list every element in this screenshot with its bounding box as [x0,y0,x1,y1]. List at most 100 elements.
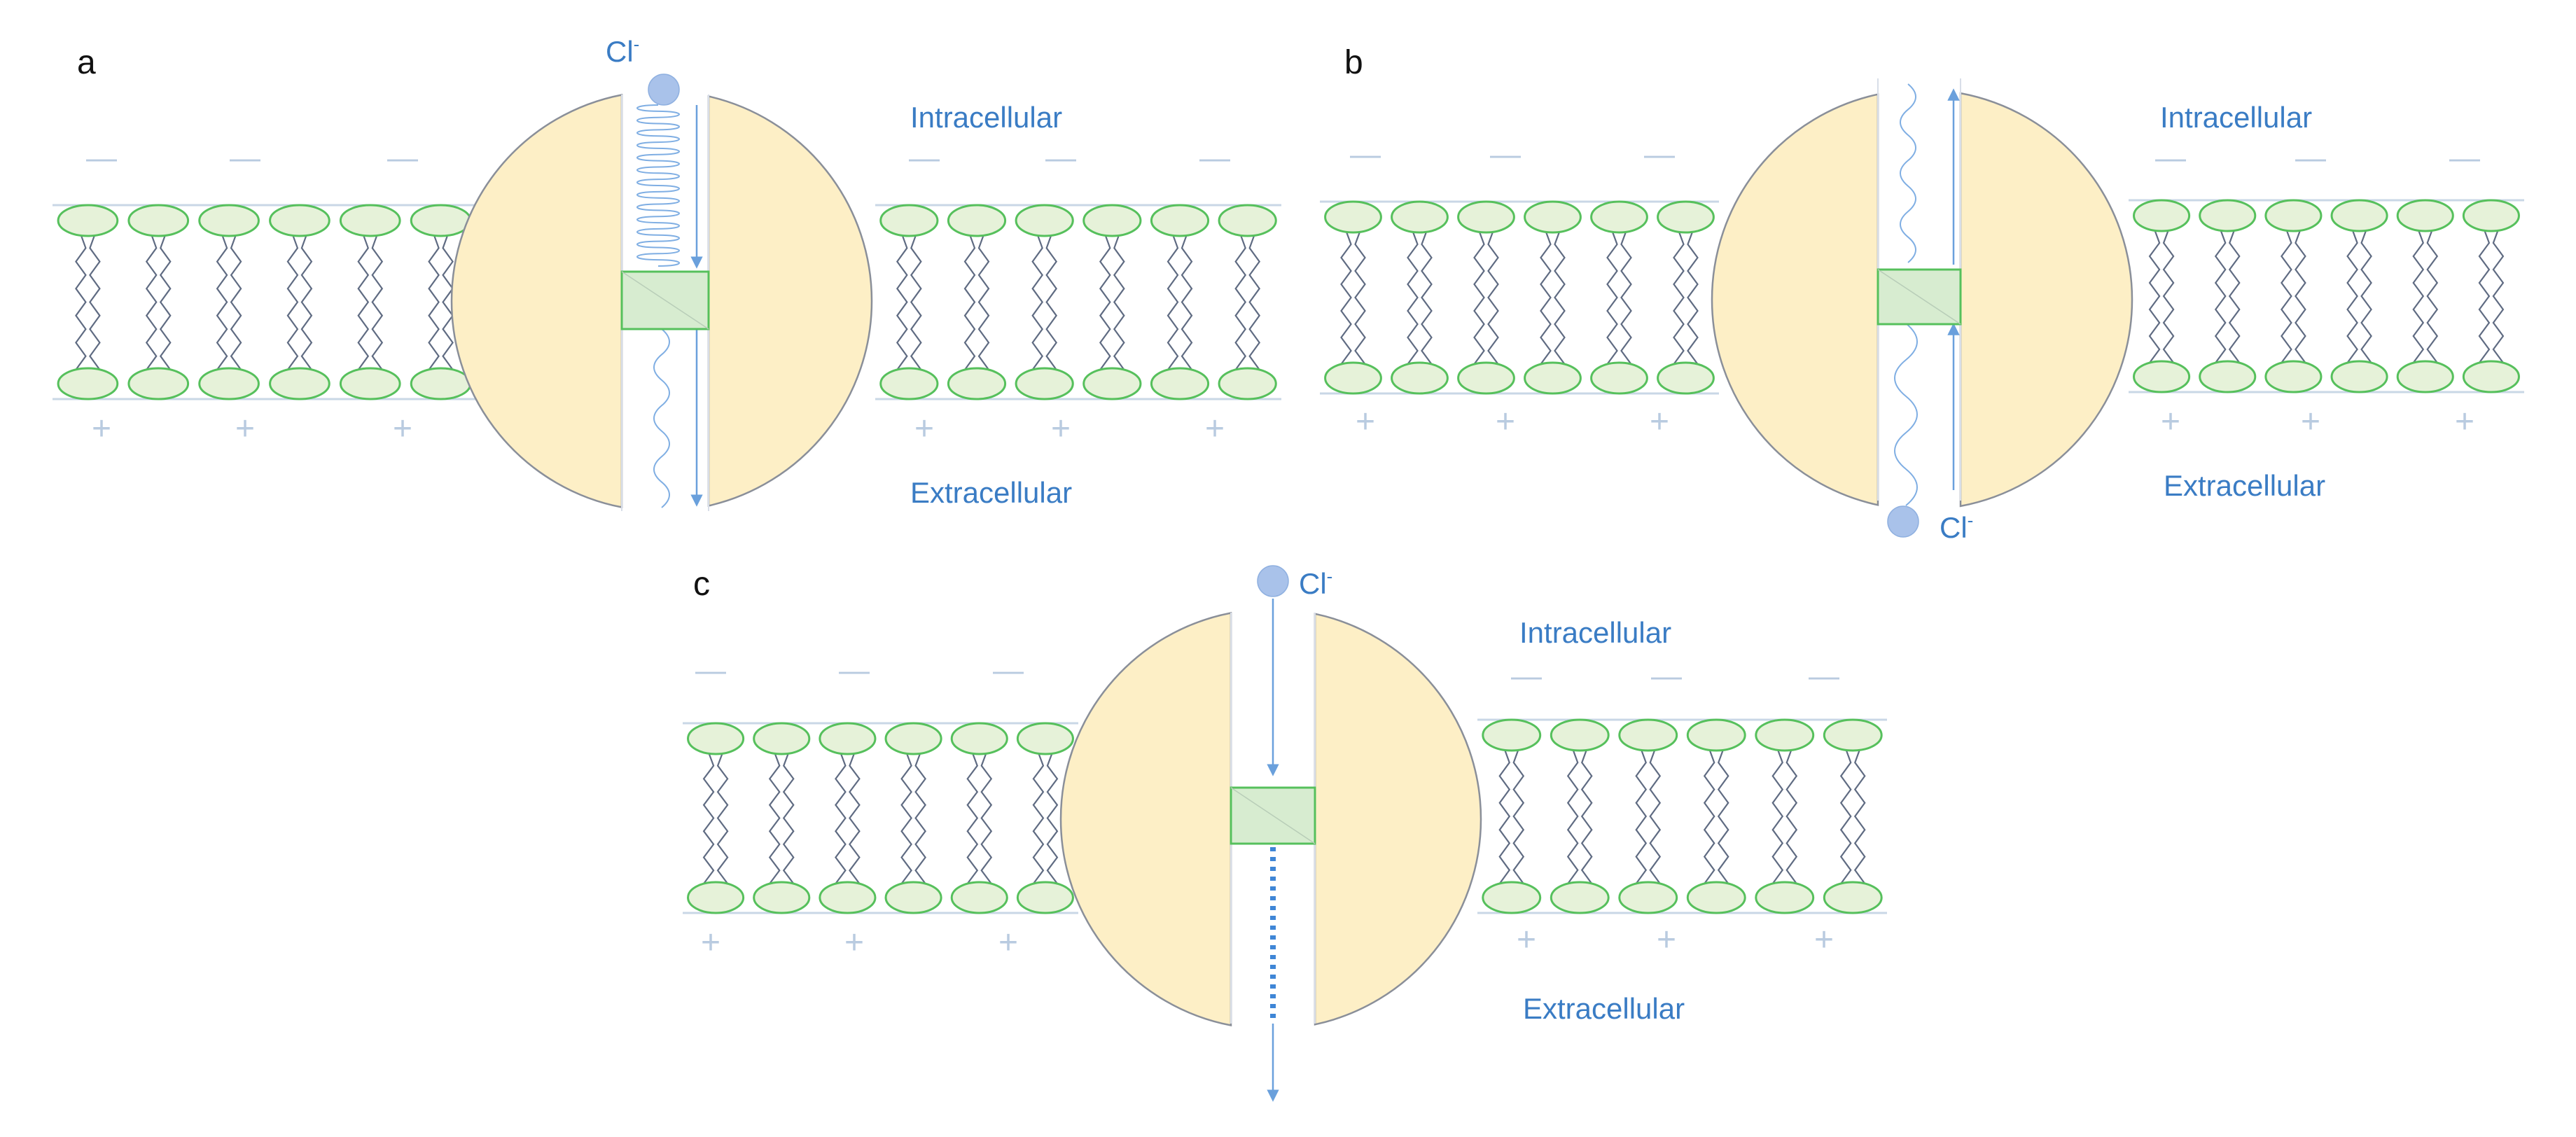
channel-protein-left-half [1711,93,1879,506]
lipid-head [2396,360,2454,393]
lipid-head [1823,718,1883,752]
wavy-ion-path [653,328,670,508]
lipid-head [57,367,119,400]
lipid-head [1686,881,1746,914]
lipid-tail [371,234,384,370]
coiled-ion-path [636,104,680,267]
positive-charge-sign: + [92,410,111,447]
lipid-head [2264,199,2323,232]
lipid-head [1823,881,1883,914]
lipid-head [2330,360,2388,393]
negative-charge-sign: — [1199,141,1230,175]
lipid-tail [1606,230,1618,365]
lipid-head [947,367,1007,400]
lipid-tail [1620,230,1632,365]
lipid-tail [900,752,912,884]
panel-b-channel-protein [1711,78,2133,508]
lipid-tail [966,752,979,884]
negative-charge-sign: — [1644,137,1675,172]
lipid-tail [1853,748,1866,884]
negative-charge-sign: — [839,653,870,688]
panel-b: b Intracellular Extracellular Cl- —+—+—+… [1320,44,2524,544]
lipid-head [884,722,942,755]
lipid-head [57,204,119,237]
negative-charge-sign: — [1045,141,1076,175]
positive-charge-sign: + [393,410,412,447]
negative-charge-sign: — [230,141,260,175]
lipid-head [1150,204,1210,237]
lipid-head [947,204,1007,237]
lipid-head [1016,722,1074,755]
panel-a-chloride-label: Cl- [606,34,639,68]
negative-charge-sign: — [1350,137,1381,172]
panel-a-extracellular-label: Extracellular [910,476,1072,509]
lipid-tail [1181,234,1193,370]
lipid-tail [1167,234,1179,370]
lipid-tail [1421,230,1433,365]
chloride-ion [648,74,680,106]
channel-protein-left-half [1059,611,1232,1027]
panel-b-intracellular-label: Intracellular [2160,101,2312,134]
lipid-head [950,722,1008,755]
lipid-tail [159,234,172,370]
lipid-head [1550,718,1610,752]
lipid-tail [1785,748,1798,884]
lipid-tail [1649,748,1662,884]
positive-charge-sign: + [998,924,1018,961]
gate-diagonal [1877,269,1961,325]
panel-c-membrane-left: —+—+—+ [683,653,1078,961]
channel-protein-right-half [1959,92,2133,508]
lipid-tail [896,234,908,370]
lipid-head [2199,199,2257,232]
panel-a: a Intracellular Extracellular Cl- —+—+—+… [53,34,1281,511]
panel-c: c Intracellular Extracellular Cl- —+—+—+… [683,565,1887,1102]
lipid-head [1524,361,1582,395]
panel-a-membrane-right: —+—+—+ [875,141,1281,447]
lipid-tail [716,752,729,884]
lipid-head [879,367,939,400]
lipid-head [339,367,401,400]
lipid-tail [1498,748,1511,884]
positive-charge-sign: + [1517,921,1536,958]
lipid-tail [428,234,440,370]
lipid-head [269,204,330,237]
lipid-head [753,881,811,914]
panel-c-extracellular-label: Extracellular [1523,992,1685,1025]
panel-a-membrane-left: —+—+—+ [53,141,476,447]
negative-charge-sign: — [1651,659,1682,693]
lipid-head [1657,200,1715,234]
lipid-tail [1554,230,1566,365]
lipid-tail [2360,229,2372,363]
panel-c-letter: c [693,566,710,603]
lipid-head [884,881,942,914]
lipid-head [1482,718,1542,752]
lipid-tail [1717,748,1729,884]
lipid-tail [75,234,87,370]
lipid-tail [702,752,715,884]
lipid-head [1391,361,1449,395]
negative-charge-sign: — [695,653,726,688]
lipid-tail [835,752,847,884]
lipid-tail [2492,229,2505,363]
gate-diagonal [621,271,709,330]
lipid-tail [1580,748,1593,884]
lipid-head [1082,204,1142,237]
lipid-head [2264,360,2323,393]
positive-charge-sign: + [2161,403,2180,440]
lipid-tail [300,234,313,370]
negative-charge-sign: — [2295,141,2326,175]
lipid-head [1016,881,1074,914]
lipid-head [1755,718,1815,752]
lipid-head [1324,361,1382,395]
positive-charge-sign: + [235,410,255,447]
panel-c-channel-contents [1230,565,1316,1102]
lipid-tail [145,234,158,370]
panel-b-membrane-right: —+—+—+ [2129,141,2524,440]
lipid-head [1082,367,1142,400]
lipid-head [1755,881,1815,914]
lipid-head [269,367,330,400]
panel-b-channel-contents [1877,83,1962,538]
positive-charge-sign: + [1496,403,1515,440]
lipid-tail [2412,229,2425,363]
